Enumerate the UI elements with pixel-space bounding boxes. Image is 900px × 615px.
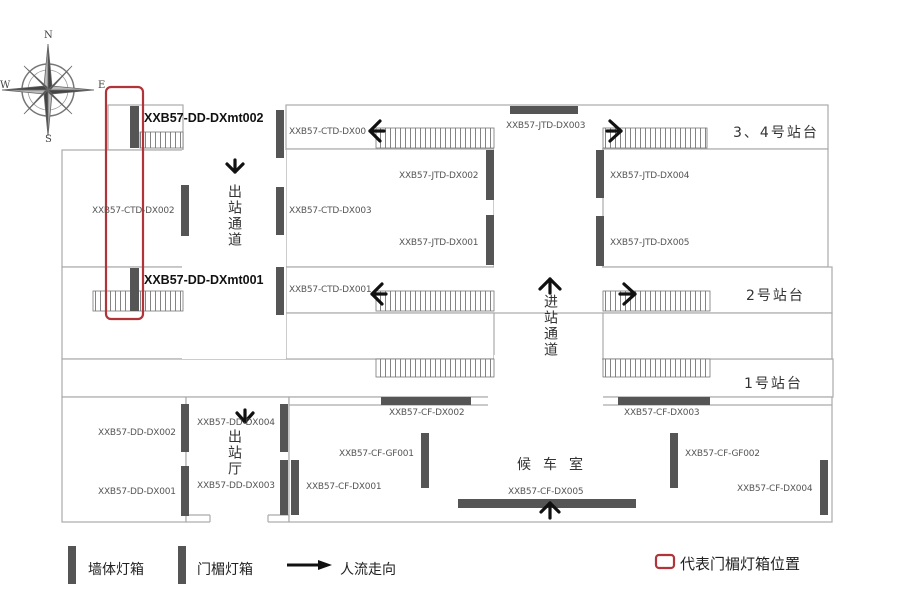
stairs-p2-right: [602, 290, 711, 312]
legend-highlight-label: 代表门楣灯箱位置: [680, 555, 801, 573]
label-mt001: XXB57-DD-DXmt001: [144, 273, 264, 287]
stairs-top-left: [139, 131, 184, 149]
legend-wall-swatch: [68, 546, 76, 584]
label-ctd00x: XXB57-CTD-DX00: [289, 127, 366, 137]
compass-west-label: W: [0, 80, 11, 91]
label-jtd003: XXB57-JTD-DX003: [506, 121, 586, 131]
staircases: [92, 127, 711, 378]
stairs-p34-left: [375, 127, 495, 149]
lightbox-jtd004: [596, 150, 604, 198]
flow-arrows: [225, 119, 637, 520]
label-jtd002: XXB57-JTD-DX002: [399, 171, 479, 181]
center-right-room: [602, 148, 829, 268]
legend-door-label: 门楣灯箱: [197, 562, 253, 578]
legend-door-swatch: [178, 546, 186, 584]
lightbox-mt002: [130, 106, 139, 148]
lightbox-ctd002: [181, 185, 189, 236]
stairs-p1-left: [375, 358, 495, 378]
lightbox-ctd003: [276, 187, 284, 235]
lightbox-cf003: [618, 397, 710, 405]
arrow-right-platform2: [618, 282, 637, 306]
arrow-left-ctd00: [368, 119, 386, 143]
lightbox-cf002: [381, 397, 471, 405]
platform-1-label: 1号站台: [744, 376, 803, 392]
stairs-p2-left: [375, 290, 495, 312]
lightbox-dd001: [181, 466, 189, 516]
label-cf002: XXB57-CF-DX002: [389, 408, 465, 418]
building-walls: [61, 104, 834, 523]
label-cf001: XXB57-CF-DX001: [306, 482, 382, 492]
arrow-up-entry-passage: [538, 277, 562, 295]
exit-passage-label: 出站通道: [226, 184, 242, 248]
label-jtd001: XXB57-JTD-DX001: [399, 238, 479, 248]
compass-rose-icon: [1, 43, 95, 137]
platform-3-4-label: 3、4号站台: [733, 125, 819, 141]
compass-north-label: N: [44, 30, 53, 41]
platform-2-label: 2号站台: [746, 288, 805, 304]
arrow-up-waiting-room: [539, 501, 561, 520]
label-dd003: XXB57-DD-DX003: [197, 481, 275, 491]
lightbox-cfgf001: [421, 433, 429, 488]
lightbox-dd004: [280, 404, 288, 452]
label-dd002: XXB57-DD-DX002: [98, 428, 176, 438]
stairs-p34-right: [602, 127, 708, 149]
dd-room: [61, 396, 187, 523]
compass-east-label: E: [98, 80, 106, 91]
arrow-down-exit-hall: [235, 408, 255, 424]
label-cfgf001: XXB57-CF-GF001: [339, 449, 414, 459]
center-right-lower: [602, 312, 833, 360]
lightbox-jtd001: [486, 215, 494, 265]
legend-wall-label: 墙体灯箱: [88, 562, 144, 578]
label-ctd001: XXB57-CTD-DX001: [289, 285, 372, 295]
door-lightbox-highlight: [104, 85, 145, 321]
label-jtd004: XXB57-JTD-DX004: [610, 171, 690, 181]
lightbox-dd003: [280, 460, 288, 515]
label-jtd005: XXB57-JTD-DX005: [610, 238, 690, 248]
arrow-right-jtd003: [605, 119, 623, 143]
lightbox-cf001: [291, 460, 299, 515]
lightbox-cf005: [458, 499, 636, 508]
lightbox-cfgf002: [670, 433, 678, 488]
center-left-room: [285, 148, 495, 268]
lightbox-jtd003: [510, 106, 578, 114]
label-cf005: XXB57-CF-DX005: [508, 487, 584, 497]
arrow-left-ctd001: [370, 282, 388, 306]
lightbox-jtd002: [486, 150, 494, 200]
label-cf003: XXB57-CF-DX003: [624, 408, 700, 418]
center-left-lower: [285, 312, 495, 360]
lightbox-ctd00x: [276, 110, 284, 158]
entry-passage-label: 进站通道: [542, 294, 558, 358]
label-cf004: XXB57-CF-DX004: [737, 484, 813, 494]
lightbox-mt001: [130, 268, 139, 311]
label-dd001: XXB57-DD-DX001: [98, 487, 176, 497]
lightbox-jtd005: [596, 216, 604, 266]
exit-hall-label: 出站厅: [226, 429, 242, 477]
compass-south-label: S: [45, 134, 52, 145]
label-ctd003: XXB57-CTD-DX003: [289, 206, 372, 216]
lightbox-dd002: [181, 404, 189, 452]
exit-hall: [185, 396, 290, 523]
label-dd004: XXB57-DD-DX004: [197, 418, 275, 428]
label-cfgf002: XXB57-CF-GF002: [685, 449, 760, 459]
left-lower-block: [61, 266, 184, 360]
exit-passage-room: [61, 149, 184, 268]
label-ctd002: XXB57-CTD-DX002: [92, 206, 175, 216]
legend-arrow-icon: [287, 560, 332, 570]
legend-shapes: [68, 546, 676, 584]
lightbox-cf004: [820, 460, 828, 515]
legend-highlight-swatch: [654, 553, 676, 570]
legend-flow-label: 人流走向: [340, 562, 396, 578]
stairs-p1-right: [602, 358, 711, 378]
arrow-down-exit-passage: [225, 158, 245, 174]
waiting-room-label: 候车室: [517, 457, 595, 473]
lightboxes: [130, 106, 828, 516]
lightbox-ctd001: [276, 267, 284, 315]
label-mt002: XXB57-DD-DXmt002: [144, 111, 264, 125]
